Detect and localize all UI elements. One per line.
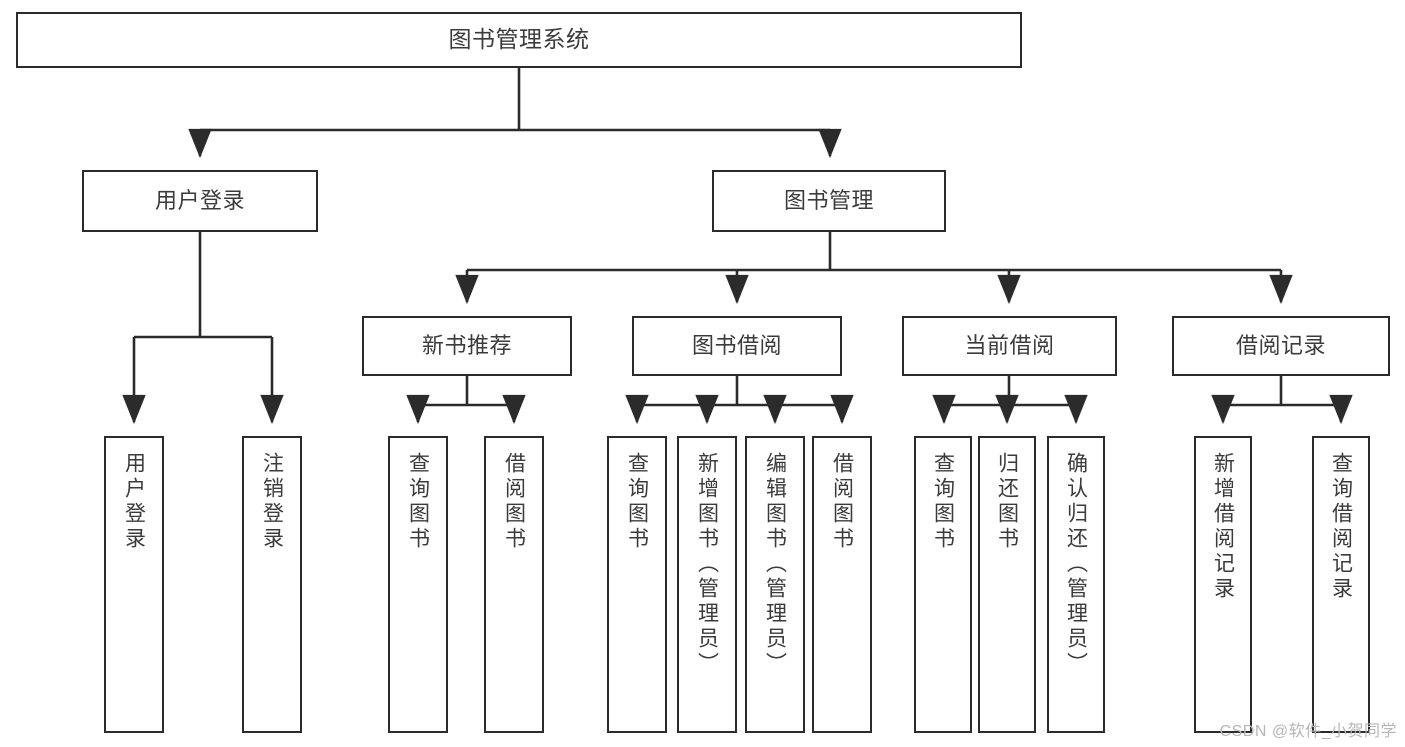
node-label: 注销登录 — [260, 452, 284, 552]
node-leaf-logout[interactable]: 注销登录 — [242, 436, 302, 733]
node-book-borrow[interactable]: 图书借阅 — [632, 316, 842, 376]
node-leaf-edit-book-admin[interactable]: 编辑图书（管理员） — [745, 436, 805, 733]
node-label: 新书推荐 — [421, 333, 512, 359]
node-leaf-add-book-admin[interactable]: 新增图书（管理员） — [677, 436, 737, 733]
node-leaf-user-login[interactable]: 用户登录 — [104, 436, 164, 733]
watermark: CSDN @软件_小贺同学 — [1219, 723, 1397, 740]
node-label: 新增借阅记录 — [1211, 452, 1235, 602]
node-leaf-query-book-new[interactable]: 查询图书 — [388, 436, 448, 733]
node-label: 借阅图书 — [830, 452, 854, 552]
node-label: 编辑图书（管理员） — [763, 452, 787, 677]
node-label: 新增图书（管理员） — [695, 452, 719, 677]
node-book-management[interactable]: 图书管理 — [712, 170, 946, 232]
node-leaf-borrow-book[interactable]: 借阅图书 — [812, 436, 872, 733]
node-current-borrow[interactable]: 当前借阅 — [902, 316, 1117, 376]
node-root-system[interactable]: 图书管理系统 — [16, 12, 1022, 68]
node-new-book-recommend[interactable]: 新书推荐 — [362, 316, 572, 376]
node-label: 当前借阅 — [964, 333, 1055, 359]
node-leaf-borrow-book-new[interactable]: 借阅图书 — [484, 436, 544, 733]
node-leaf-query-book-current[interactable]: 查询图书 — [914, 436, 972, 733]
node-label: 查询图书 — [625, 452, 649, 552]
node-leaf-query-book[interactable]: 查询图书 — [607, 436, 667, 733]
node-label: 借阅图书 — [502, 452, 526, 552]
node-label: 查询图书 — [931, 452, 955, 552]
node-leaf-query-borrow-record[interactable]: 查询借阅记录 — [1312, 436, 1370, 733]
node-label: 用户登录 — [122, 452, 146, 552]
node-label: 图书管理 — [783, 188, 874, 214]
node-user-login[interactable]: 用户登录 — [82, 170, 318, 232]
node-label: 图书借阅 — [691, 333, 782, 359]
node-label: 查询图书 — [406, 452, 430, 552]
node-label: 查询借阅记录 — [1329, 452, 1353, 602]
node-label: 确认归还（管理员） — [1064, 452, 1088, 677]
node-leaf-add-borrow-record[interactable]: 新增借阅记录 — [1194, 436, 1252, 733]
node-label: 图书管理系统 — [448, 26, 590, 53]
node-leaf-return-book[interactable]: 归还图书 — [978, 436, 1036, 733]
node-leaf-confirm-return-admin[interactable]: 确认归还（管理员） — [1047, 436, 1105, 733]
node-label: 用户登录 — [154, 188, 245, 214]
node-borrow-record[interactable]: 借阅记录 — [1172, 316, 1390, 376]
node-label: 归还图书 — [995, 452, 1019, 552]
node-label: 借阅记录 — [1235, 333, 1326, 359]
